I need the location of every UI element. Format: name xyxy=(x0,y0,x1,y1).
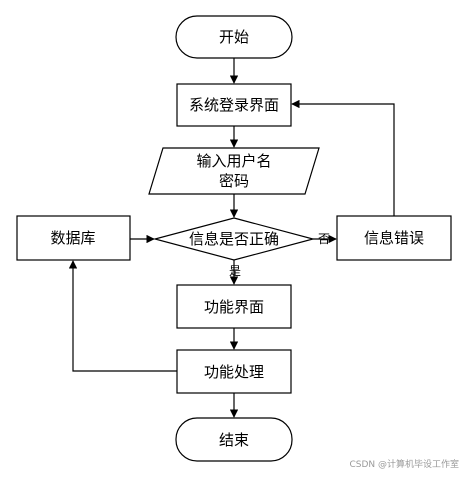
start-label: 开始 xyxy=(219,28,249,46)
edge-error-to-login xyxy=(291,99,395,216)
database-label: 数据库 xyxy=(50,229,95,247)
end-label: 结束 xyxy=(219,431,249,449)
input-credentials-label-line1: 输入用户名 xyxy=(196,152,271,170)
input-credentials-label-line2: 密码 xyxy=(219,172,249,190)
edge-label-yes: 是 xyxy=(229,264,241,278)
edge-process-to-database xyxy=(68,260,177,372)
database-box xyxy=(16,215,131,261)
watermark-text: CSDN @计算机毕设工作室 xyxy=(349,460,459,470)
function-screen-label: 功能界面 xyxy=(204,298,264,316)
function-screen-box xyxy=(176,284,292,329)
error-box xyxy=(336,215,452,261)
error-label: 信息错误 xyxy=(364,229,424,247)
login-screen-box xyxy=(176,83,292,127)
decision-label: 信息是否正确 xyxy=(189,230,279,248)
end-terminal xyxy=(175,417,293,462)
edge-label-no: 否 xyxy=(318,232,330,246)
login-screen-label: 系统登录界面 xyxy=(189,96,279,114)
function-process-label: 功能处理 xyxy=(204,363,264,381)
input-credentials-box xyxy=(148,147,320,195)
